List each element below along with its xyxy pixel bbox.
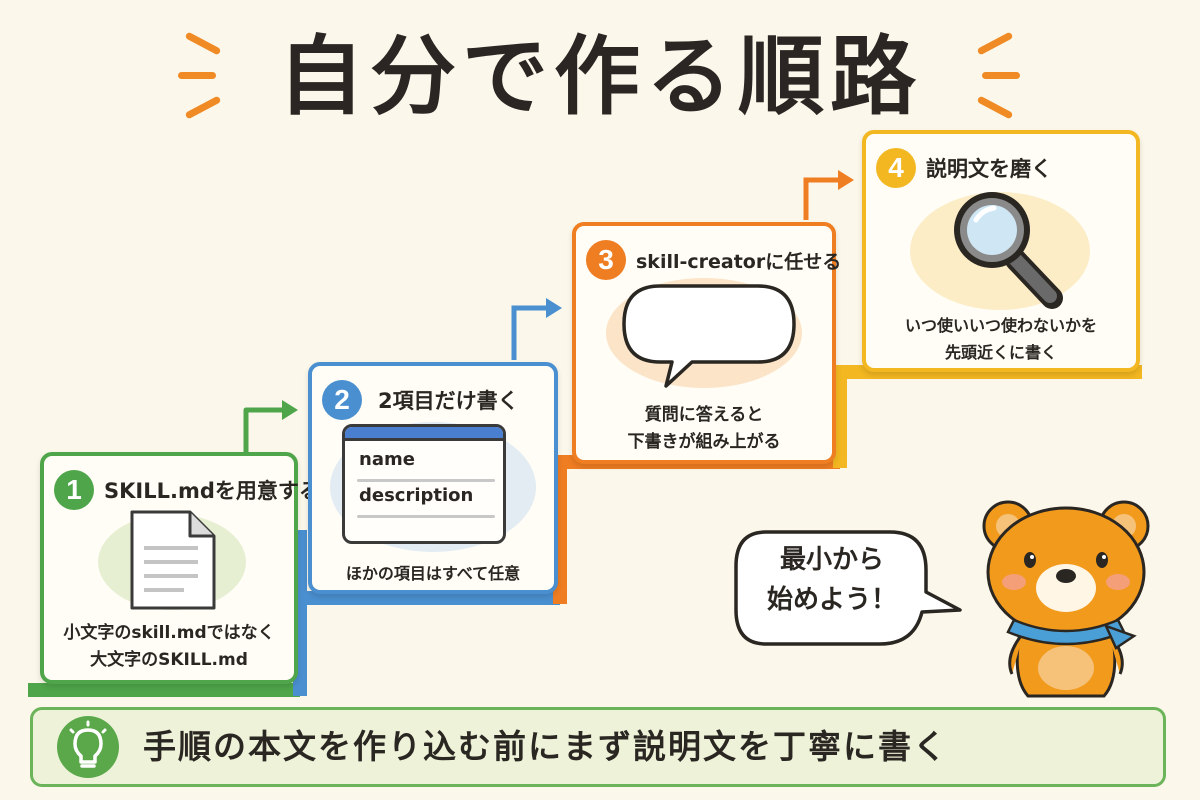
- lightbulb-icon: [57, 716, 119, 778]
- arrow-step1-to-2: [243, 407, 282, 452]
- step-title-3: skill-creatorに任せる: [636, 250, 842, 273]
- step-4-desc-line-2: 先頭近くに書く: [944, 343, 1057, 362]
- bear-mascot-icon: [982, 500, 1150, 698]
- step-1-desc-line-1: 小文字のskill.mdではなく: [63, 623, 275, 643]
- step-header-4: 4 説明文を磨く: [876, 148, 1052, 188]
- step-number-3: 3: [586, 240, 626, 280]
- page-title: 自分で作る順路: [278, 27, 922, 127]
- arrow-step3-to-4: [803, 177, 838, 220]
- step-header-3: 3 skill-creatorに任せる: [586, 240, 841, 280]
- form-window-icon: name description: [342, 424, 506, 544]
- tip-banner: 手順の本文を作り込む前にまず説明文を丁寧に書く: [30, 707, 1166, 787]
- mascot-speech-text: 最小から 始めよう！: [766, 545, 897, 615]
- step-title-4: 説明文を磨く: [926, 157, 1052, 181]
- left-burst-icon: [178, 30, 248, 120]
- arrow-head-3: [838, 170, 854, 190]
- step-number-2: 2: [322, 380, 362, 420]
- step-card-2: 2 2項目だけ書く name description ほかの項目はすべて任意: [308, 362, 558, 594]
- step-title-1: SKILL.mdを用意する: [104, 479, 320, 503]
- tip-text: 手順の本文を作り込む前にまず説明文を丁寧に書く: [143, 727, 948, 766]
- step-3-desc-line-2: 下書きが組み上がる: [627, 432, 781, 452]
- mascot-speech-bubble: [734, 530, 962, 646]
- step-number-4: 4: [876, 148, 916, 188]
- step-card-3: 3 skill-creatorに任せる 質問に答えると 下書きが組み上がる: [572, 222, 841, 464]
- speech-bubble-icon: [622, 284, 796, 388]
- document-icon: [130, 510, 216, 610]
- step-header-1: 1 SKILL.mdを用意する: [54, 470, 320, 510]
- arrow-head-2: [546, 298, 562, 318]
- step-header-2: 2 2項目だけ書く: [322, 380, 519, 420]
- field-name: name: [359, 449, 415, 470]
- step-3-desc-line-1: 質問に答えると: [644, 405, 764, 425]
- step-1-desc-line-2: 大文字のSKILL.md: [90, 650, 248, 670]
- arrow-step2-to-3: [511, 305, 546, 360]
- step-4-desc-line-1: いつ使いいつ使わないかを: [904, 316, 1097, 335]
- magnifier-icon: [954, 192, 1063, 309]
- step-2-desc-line-1: ほかの項目はすべて任意: [345, 564, 521, 583]
- arrow-head-1: [282, 400, 298, 420]
- step-card-1: 1 SKILL.mdを用意する 小文字のskill.mdではなく 大文字のSKI…: [40, 452, 320, 684]
- right-burst-icon: [958, 30, 1028, 120]
- field-description: description: [359, 485, 474, 506]
- step-number-1: 1: [54, 470, 94, 510]
- step-title-2: 2項目だけ書く: [378, 389, 519, 413]
- step-card-4: 4 説明文を磨く いつ使いいつ使わないかを 先頭近くに書く: [862, 130, 1140, 372]
